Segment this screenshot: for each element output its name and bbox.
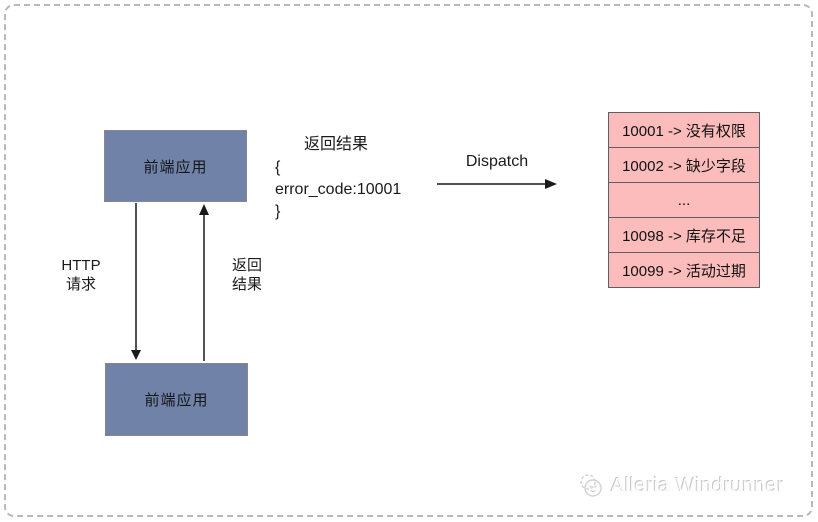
error-table-row: 10001 -> 没有权限 bbox=[608, 112, 760, 148]
doodle-face-logo-icon bbox=[580, 474, 602, 497]
http-request-label-line1: HTTP bbox=[61, 257, 101, 274]
http-request-label: HTTP 请求 bbox=[45, 256, 117, 294]
error-code-table: 10001 -> 没有权限 10002 -> 缺少字段 ... 10098 ->… bbox=[608, 112, 760, 288]
return-result-arrow bbox=[199, 204, 209, 361]
error-table-row: 10099 -> 活动过期 bbox=[608, 252, 760, 288]
return-result-label: 返回 结果 bbox=[211, 256, 283, 294]
result-json-open-brace: { bbox=[275, 159, 281, 176]
error-table-row-ellipsis: ... bbox=[608, 182, 760, 218]
result-json-block: { error_code:10001 } bbox=[275, 157, 401, 223]
frontend-app-box-bottom: 前端应用 bbox=[105, 363, 248, 436]
watermark-text: Alleria Windrunner bbox=[611, 474, 785, 497]
dispatch-label: Dispatch bbox=[465, 153, 529, 170]
result-json-body: error_code:10001 bbox=[275, 181, 402, 198]
frontend-app-box-bottom-label: 前端应用 bbox=[144, 392, 209, 409]
return-result-label-line2: 结果 bbox=[231, 276, 262, 293]
dispatch-arrow bbox=[437, 179, 557, 189]
frontend-app-box-top: 前端应用 bbox=[104, 130, 247, 202]
watermark: Alleria Windrunner bbox=[578, 473, 785, 499]
frontend-app-box-top-label: 前端应用 bbox=[143, 158, 208, 176]
return-result-label-line1: 返回 bbox=[231, 257, 262, 274]
error-table-row: 10098 -> 库存不足 bbox=[608, 217, 760, 253]
http-request-arrow bbox=[131, 203, 141, 360]
http-request-label-line2: 请求 bbox=[65, 276, 96, 293]
result-json-close-brace: } bbox=[275, 203, 281, 220]
error-table-row: 10002 -> 缺少字段 bbox=[608, 147, 760, 183]
result-title: 返回结果 bbox=[303, 136, 368, 153]
